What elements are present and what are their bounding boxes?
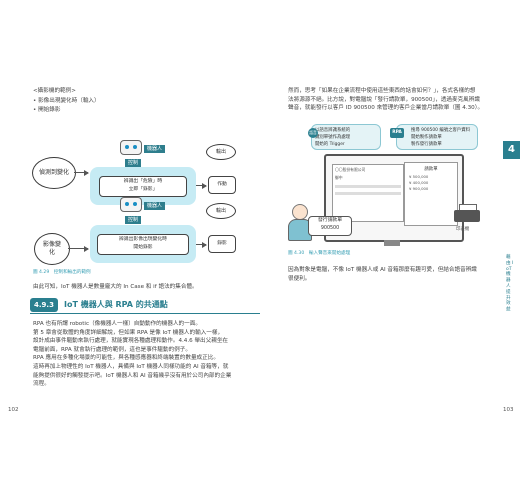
process-arrow	[196, 182, 207, 189]
body-paragraphs-top: 然而，思考「如果在企業流程中使用這些東西的話會如何？」，各式各樣的想 法將源源不…	[288, 87, 483, 113]
bullet-item: • 影像出現變化時（輸入）	[33, 98, 100, 104]
input-arrow	[74, 169, 89, 176]
control-diagram-bottom: 影像變化 機器人 控制 辨識出影像出現變化時 開始錄影 錄影 輸出	[30, 197, 260, 267]
bubble-line: 以語音辨識系統的	[315, 128, 351, 133]
chapter-tab: 4	[503, 141, 520, 159]
robot-icon	[116, 197, 144, 221]
figure-caption: 圖 4.29 控制和輸出的範例	[33, 270, 91, 275]
paragraph-line: 很便利。	[288, 275, 311, 282]
bubble-line: 製作發行請款單	[411, 142, 442, 147]
paragraph-line: 因為對象是電腦，不像 IoT 機器人或 AI 音箱那麼有趣可愛，但結合語音辨識	[288, 267, 477, 273]
input-arrow	[68, 245, 89, 252]
bullet-item: • 開始錄影	[33, 107, 61, 113]
paragraph-line: 這時再加上物理性的 IoT 機器人，具備與 IoT 機器人同樣功能的 AI 音箱…	[33, 363, 229, 370]
printer-icon	[454, 204, 480, 224]
speech-line: 發行請款單	[318, 218, 342, 223]
section-number: 4.9.3	[30, 298, 58, 312]
side-text: 藉由 IoT 機器人提升效益	[506, 255, 514, 313]
form-line: 御中	[335, 175, 343, 180]
monitor-stand	[384, 240, 400, 246]
rpa-icon: RPA	[390, 128, 404, 138]
person-icon	[286, 204, 312, 241]
voice-icon: 語音	[308, 128, 318, 138]
form-field	[335, 185, 401, 188]
page-number: 103	[503, 407, 514, 413]
process-box: 辨識出影像出現變化時 開始錄影	[97, 233, 189, 255]
robot-icon	[116, 140, 144, 164]
invoice-title: 請款單	[424, 167, 438, 172]
paragraph-line: RPA 也有所謂 robotic（像機器人一樣）自動動作的機器人的一面。	[33, 321, 201, 327]
paragraph-line: 能夠提供很好的觸發提示吧。IoT 機器人和 AI 音箱幾乎沒有用於公司內部的企業	[33, 372, 232, 379]
bubble-line: 識別單號作為處理	[315, 135, 351, 140]
paragraph-line: 聲音，就能發行以客戶 ID 900500 來管理的客戶企業當月請款單（圖 4.3…	[288, 105, 484, 112]
input-bubble-text: 影像變化	[42, 241, 61, 256]
output-bubble: 輸出	[206, 203, 236, 219]
control-label: 控制	[125, 159, 142, 167]
thought-bubble-right: 搜尋 900500 編號之客戶資料 開始製作請款單 製作發行請款單	[396, 124, 478, 150]
robot-label: 機器人	[144, 145, 166, 153]
input-bubble: 偵測到變化	[32, 157, 76, 189]
paragraph-line: 然而，思考「如果在企業流程中使用這些東西的話會如何？」，各式各樣的想	[288, 88, 476, 94]
voice-rpa-illustration: 以語音辨識系統的 識別單號作為處理 開始的 Trigger 語音 搜尋 9005…	[286, 120, 492, 248]
paragraph-line: RPA 應用在多種化場景的可能性，與各種感應器和終端裝置的數量成正比。	[33, 355, 219, 362]
output-box: 作動	[208, 176, 236, 194]
speech-line: 900500	[320, 226, 340, 231]
paragraph-line: 電腦前面，RPA 就會執行處理的範例，這也是事件驅動的例子。	[33, 346, 191, 353]
bubble-line: 開始製作請款單	[411, 135, 442, 140]
process-arrow	[196, 241, 207, 248]
bubble-line: 開始的 Trigger	[315, 142, 345, 147]
form-field	[335, 192, 401, 195]
printer-label: 印表機	[456, 227, 470, 232]
output-bubble: 輸出	[206, 144, 236, 160]
speech-bubble: 發行請款單 900500	[308, 216, 352, 236]
section-banner: 4.9.3 IoT 機器人與 RPA 的共通點	[30, 298, 260, 314]
form-window-left: 〇〇股份有限公司 御中	[332, 164, 404, 222]
bullet-text: 開始錄影	[38, 107, 61, 113]
output-box: 錄影	[208, 235, 236, 253]
paragraph-line: 流程。	[33, 381, 50, 388]
bullet-text: 影像出現變化時（輸入）	[38, 98, 100, 104]
page-number: 102	[8, 407, 19, 413]
bubble-line: 搜尋 900500 編號之客戶資料	[411, 128, 471, 133]
form-line: 〇〇股份有限公司	[335, 167, 366, 172]
paragraph-line: 第 5 章會從軟體的角度詳細解說，但如果 RPA 是像 IoT 機器人的輸入一樣…	[33, 329, 224, 336]
process-panel: 辨識出「危險」時 立即「錄影」	[90, 167, 196, 205]
robot-label: 機器人	[144, 202, 166, 210]
process-line: 開始錄影	[133, 244, 153, 250]
paragraph-line: 設計成由事件驅動來執行處理，就能實現各種處理和動作。4.4.6 舉出父親坐在	[33, 338, 229, 345]
thought-bubble-left: 以語音辨識系統的 識別單號作為處理 開始的 Trigger	[311, 124, 381, 150]
process-box: 辨識出「危險」時 立即「錄影」	[99, 175, 187, 197]
body-line: 由此可知，IoT 機器人是數量龐大的 In Case 和 if 語法的集合體。	[33, 284, 198, 290]
section-heading: <攝影機的範例>	[33, 88, 76, 94]
process-line: 辨識出「危險」時	[123, 178, 163, 184]
body-paragraphs-bottom: 因為對象是電腦，不像 IoT 機器人或 AI 音箱那麼有趣可愛，但結合語音辨識 …	[288, 266, 477, 283]
invoice-amount: ¥ 900,000	[409, 186, 429, 191]
input-bubble: 影像變化	[34, 233, 70, 265]
process-line: 立即「錄影」	[128, 186, 158, 192]
process-line: 辨識出影像出現變化時	[119, 236, 167, 242]
section-title: IoT 機器人與 RPA 的共通點	[64, 300, 168, 309]
invoice-window: 請款單 ¥ 500,000 ¥ 400,000 ¥ 900,000	[404, 162, 458, 226]
invoice-amount: ¥ 400,000	[409, 180, 429, 185]
paragraph-line: 法將源源不絕。比方說，對電腦說「發行請款單，900500」，透過麥克風辨識	[288, 96, 480, 103]
figure-caption: 圖 4.30 輸入聲音來開始處理	[288, 251, 351, 256]
process-panel: 辨識出影像出現變化時 開始錄影	[90, 225, 196, 263]
invoice-amount: ¥ 500,000	[409, 174, 429, 179]
section-underline	[30, 313, 260, 314]
control-diagram-top: 偵測到變化 機器人 控制 辨識出「危險」時 立即「錄影」 作動 輸出	[30, 140, 260, 210]
body-paragraphs: RPA 也有所謂 robotic（像機器人一樣）自動動作的機器人的一面。 第 5…	[33, 320, 231, 389]
control-label: 控制	[125, 216, 142, 224]
